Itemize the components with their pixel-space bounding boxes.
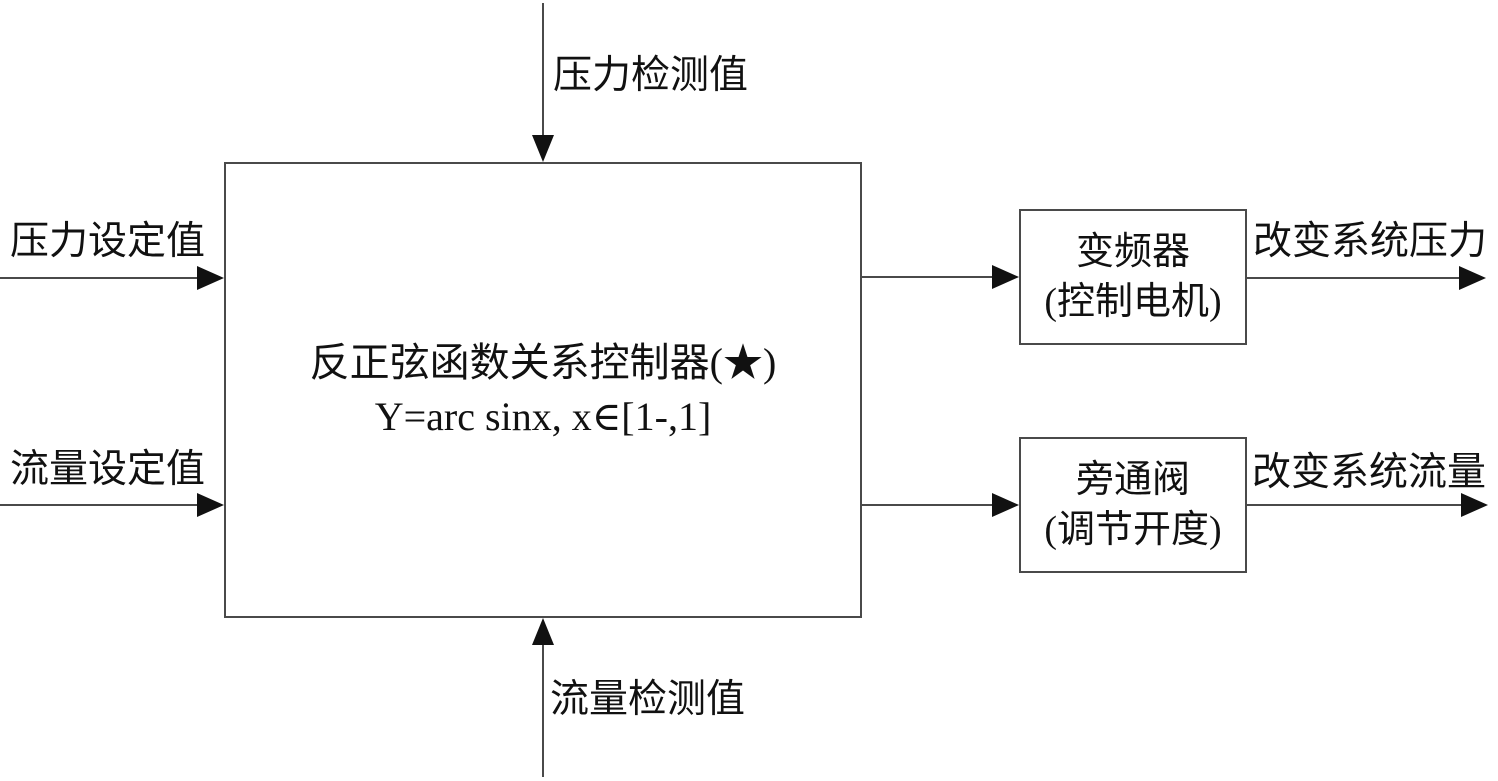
valve-note: (调节开度)	[1044, 509, 1222, 551]
controller-title: 反正弦函数关系控制器(★)	[309, 340, 777, 385]
inverter-box: 变频器 (控制电机)	[1019, 209, 1247, 345]
arrow-pressure-setpoint	[0, 266, 224, 290]
label-output-flow: 改变系统流量	[1252, 451, 1487, 494]
arrow-bottom-input	[532, 618, 554, 777]
inverter-note: (控制电机)	[1044, 281, 1222, 323]
label-flow-setpoint: 流量设定值	[10, 448, 206, 491]
label-pressure-feedback: 压力检测值	[553, 54, 749, 97]
arrow-controller-to-inverter	[862, 265, 1019, 289]
arrow-output-flow	[1247, 493, 1488, 517]
label-flow-feedback: 流量检测值	[550, 678, 746, 721]
arrow-top-input	[532, 3, 554, 162]
valve-box: 旁通阀 (调节开度)	[1019, 437, 1247, 573]
arrow-controller-to-valve	[862, 493, 1019, 517]
inverter-name: 变频器	[1075, 230, 1190, 273]
arrow-output-pressure	[1247, 266, 1486, 290]
controller-box: 反正弦函数关系控制器(★) Y=arc sinx, x∈[1-,1]	[224, 162, 862, 618]
valve-name: 旁通阀	[1075, 458, 1190, 501]
controller-formula: Y=arc sinx, x∈[1-,1]	[374, 394, 712, 439]
arrow-flow-setpoint	[0, 493, 224, 517]
label-pressure-setpoint: 压力设定值	[10, 220, 206, 263]
label-output-pressure: 改变系统压力	[1253, 220, 1488, 263]
